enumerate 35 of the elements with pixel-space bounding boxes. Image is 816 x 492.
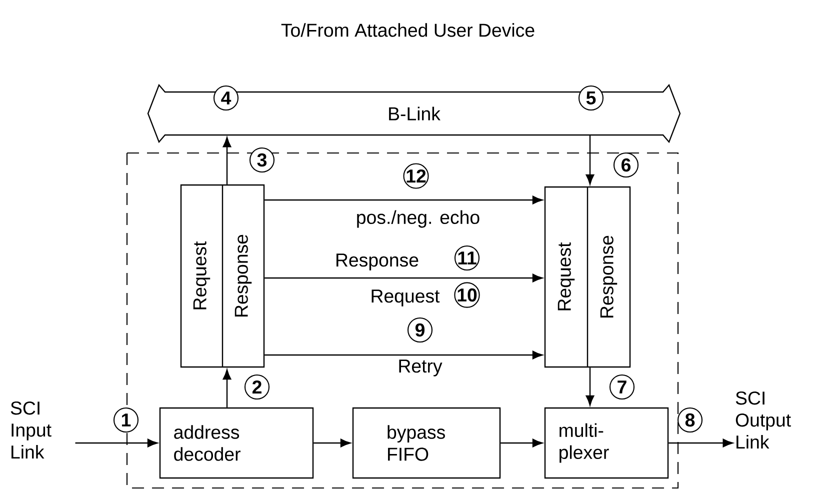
callout-number: 5	[578, 85, 604, 111]
callout-number: 10	[454, 282, 480, 308]
arrow	[264, 274, 543, 282]
queue-box: Request Response	[544, 186, 631, 368]
link-label: SCI Output Link	[736, 391, 791, 449]
callout-number: 2	[244, 374, 270, 400]
process-box: address decoder	[159, 407, 314, 479]
callout-number: 3	[249, 147, 275, 173]
link-label: SCI Input Link	[10, 401, 52, 459]
arrow	[264, 196, 543, 204]
arrow	[222, 137, 232, 184]
arrow	[314, 438, 351, 448]
callout-number: 8	[677, 407, 703, 433]
arrow	[668, 438, 733, 448]
queue-box: Request Response	[180, 184, 265, 368]
callout-number: 6	[613, 152, 639, 178]
callout-number: 11	[454, 245, 480, 271]
process-box: multi- plexer	[544, 407, 669, 479]
callout-number: 7	[609, 374, 635, 400]
title: To/From Attached User Device	[281, 23, 534, 37]
edge-label: Retry	[396, 358, 444, 378]
flow-label: Request	[368, 288, 442, 308]
arrow	[264, 350, 543, 360]
arrow	[75, 438, 158, 448]
edge-label: Response	[334, 252, 420, 272]
process-box: bypass FIFO	[352, 407, 501, 479]
callout-number: 12	[403, 163, 429, 189]
arrow	[222, 369, 232, 408]
callout-number: 1	[113, 407, 139, 433]
edge-label: pos./neg. echo	[354, 208, 482, 230]
arrow	[586, 135, 594, 185]
arrow	[586, 368, 594, 406]
arrow	[500, 438, 543, 448]
callout-number: 9	[407, 317, 433, 343]
callout-number: 4	[213, 85, 239, 111]
